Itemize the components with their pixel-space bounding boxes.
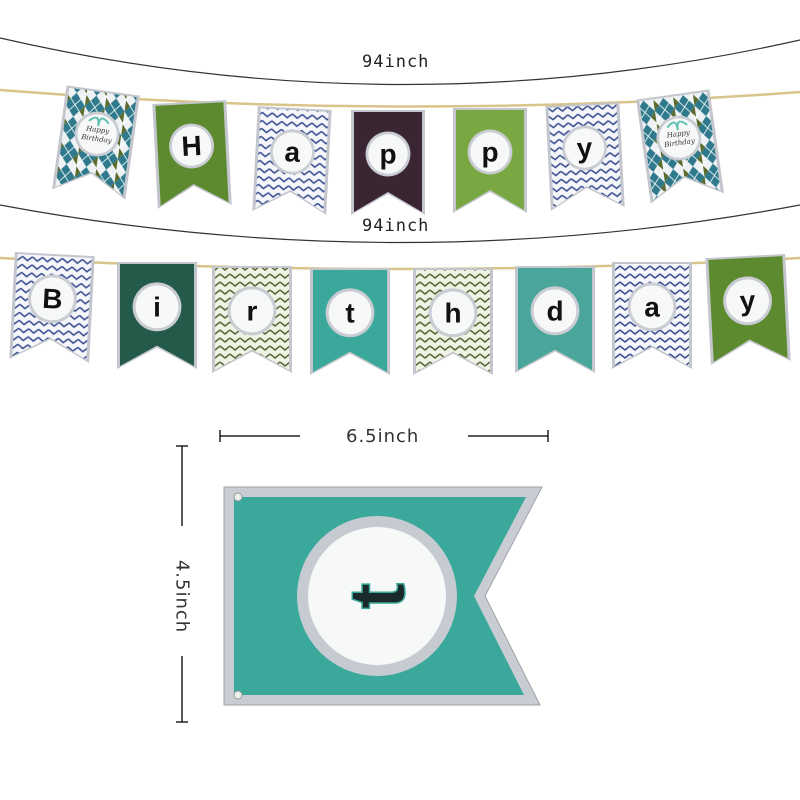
letter-circle: [368, 134, 408, 174]
birthday-flag: r: [212, 266, 292, 373]
letter-circle: [171, 126, 212, 166]
letter-circle: [135, 285, 179, 329]
letter-circle: [470, 132, 510, 172]
height-label: 4.5inch: [171, 559, 193, 634]
flag-letter: a: [644, 291, 660, 322]
letter-circle: [272, 132, 313, 172]
width-line-left: [219, 430, 300, 442]
flag-letter: a: [284, 136, 302, 168]
top-length-line: [0, 37, 800, 86]
flag-letter: i: [153, 291, 161, 322]
flag-letter: r: [247, 295, 258, 326]
letter-circle: [328, 291, 372, 335]
letter-circle: [630, 285, 674, 329]
flag-letter: t: [345, 297, 354, 328]
logo-text: Happy: [665, 128, 691, 139]
hole: [233, 690, 243, 700]
birthday-flag: h: [413, 268, 493, 375]
flag-letter: h: [444, 297, 461, 328]
detail-circle: [308, 527, 446, 665]
birthday-flag: t: [310, 268, 390, 375]
birthday-flag: a: [612, 262, 692, 369]
height-line-bottom: [176, 656, 188, 723]
detail-letter: t: [333, 583, 422, 610]
letter-circle: [659, 118, 699, 158]
flag-letter: p: [481, 137, 498, 168]
flag-letter: B: [42, 283, 64, 315]
happy-flag: H: [152, 100, 232, 209]
flag-letter: d: [546, 295, 563, 326]
width-line-right: [468, 430, 549, 442]
happy-flag: p: [351, 110, 425, 215]
width-label: 6.5inch: [346, 426, 420, 447]
top-length-label: 94inch: [362, 52, 430, 72]
hole: [233, 492, 243, 502]
letter-circle: [230, 289, 274, 333]
bottom-length-label: 94inch: [362, 216, 430, 236]
letter-circle: [533, 289, 577, 333]
bottom-length-line: [0, 204, 800, 244]
height-line-top: [176, 445, 188, 526]
dimension-lines: [176, 430, 549, 723]
flag-letter: H: [181, 130, 203, 162]
happy-flag: p: [453, 108, 527, 213]
flag-letter: y: [576, 132, 594, 164]
birthday-flag: d: [515, 266, 595, 373]
flag-letter: p: [379, 139, 396, 170]
birthday-flag: y: [705, 253, 791, 366]
detail-flag: t: [223, 486, 543, 706]
letter-circle: [431, 291, 475, 335]
happy-flag: y: [545, 102, 625, 211]
logo-text: Happy: [85, 124, 111, 135]
gift-bow-icon: [88, 116, 110, 127]
letter-circle: [30, 277, 74, 321]
letter-circle: [77, 114, 117, 154]
letter-circle: [726, 279, 770, 323]
birthday-flag: i: [117, 262, 197, 369]
birthday-flag: B: [9, 251, 95, 364]
happy-flag: a: [252, 106, 332, 215]
letter-circle: [564, 128, 605, 168]
flag-letter: y: [739, 285, 757, 317]
